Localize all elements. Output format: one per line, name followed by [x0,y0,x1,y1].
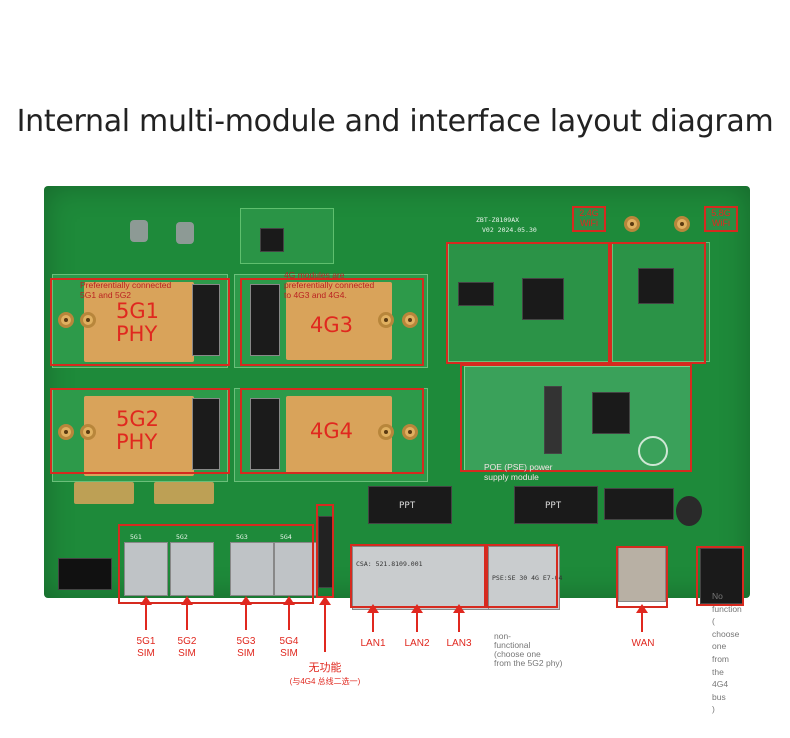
soc-chip [522,278,564,320]
transformer: PPT [514,486,598,524]
label-sim-5g2: 5G2 SIM [177,636,197,659]
wifi-58-text: 5.8G WiFi [711,208,731,228]
mount-hole [58,312,74,328]
wifi-area [612,242,710,362]
antenna-connector [674,216,690,232]
arrow-5g2-sim [181,596,193,630]
module-5g2 [84,396,194,476]
mount-hole [378,312,394,328]
box-wifi [610,242,706,364]
mount-hole [402,424,418,440]
arrow-nofunc [319,596,331,652]
capacitor [176,222,194,244]
capacitor [130,220,148,242]
sim-slot-5g1 [124,542,168,596]
box-lan-nonfunc [486,544,558,608]
arrow-lan1 [367,604,379,632]
sim-tag-1: 5G1 [130,533,142,541]
note-5g: Preferentially connected 5G1 and 5G2 [80,280,172,300]
sim-slot-5g2 [170,542,214,596]
label-nofunc-sub: (与4G4 总线二选一) [289,677,361,686]
note-4g: 4G modules are preferentially connected … [284,270,375,300]
arrow-wan [636,604,648,632]
capacitor [676,496,702,526]
pcb-board: ZBT-Z8109AX V02 2024.05.30 PPT PPT [44,186,750,610]
sim-tag-4: 5G4 [280,533,292,541]
poe-chip [592,392,630,434]
label-4g4: 4G4 [310,419,353,443]
pad [74,482,134,504]
pin-header [58,558,112,590]
transformer: PPT [368,486,452,524]
label-lan1: LAN1 [360,638,386,649]
box-wan [616,546,668,608]
label-5-8g-wifi: 5.8G WiFi [704,206,738,232]
box-5g1 [50,278,230,366]
box-lan [350,544,486,608]
arrow-lan3 [453,604,465,632]
label-wan: WAN [631,638,655,649]
arrow-5g4-sim [283,596,295,630]
module-4g4 [286,396,392,474]
label-lan2: LAN2 [404,638,430,649]
box-sim [118,524,314,604]
m2-connector [192,398,220,470]
wan-port [618,546,666,602]
component-area [240,208,334,264]
mount-hole [402,312,418,328]
poe-chip [544,386,562,454]
sim-tag-2: 5G2 [176,533,188,541]
module-5g1 [84,282,194,362]
label-sim-5g3: 5G3 SIM [236,636,256,659]
wifi-chip [638,268,674,304]
module-4g3 [286,282,392,360]
ppt-label: PPT [399,501,416,511]
label-right-note: No function ( choose one from the 4G4 bu… [712,591,742,715]
box-power [696,546,744,606]
label-5g2: 5G2 PHY [116,407,159,454]
note-poe: POE (PSE) power supply module [484,462,553,482]
arrow-lan2 [411,604,423,632]
label-2-4g-wifi: 2.4G WiFi [572,206,606,232]
lan-silk: CSA: 521.8109.001 [356,560,423,568]
m2-connector [192,284,220,356]
arrow-5g1-sim [140,596,152,630]
label-sim-5g1: 5G1 SIM [136,636,156,659]
pad [154,482,214,504]
wifi-24-text: 2.4G WiFi [579,208,599,228]
page-title: Internal multi-module and interface layo… [16,104,774,139]
box-soc [446,242,610,364]
box-5g2 [50,388,230,474]
ppt-label: PPT [545,501,562,511]
mount-hole [80,424,96,440]
board-model: ZBT-Z8109AX [476,216,520,224]
mount-hole [80,312,96,328]
box-switch [316,504,334,598]
label-nonfunc-lan: non- functional (choose one from the 5G2… [494,631,563,668]
arrow-5g3-sim [240,596,252,630]
lan-port-nonfunctional [488,546,560,610]
mount-hole [58,424,74,440]
memory-chip [458,282,494,306]
m2-connector [250,284,280,356]
power-jack [700,548,744,604]
poe-circle-mark [638,436,668,466]
sim-tag-3: 5G3 [236,533,248,541]
m2-connector [250,398,280,470]
chip [260,228,284,252]
connector-header [604,488,674,520]
box-4g3 [240,278,424,366]
lan-silk-2: PSE:SE 30 4G E7-04 [492,574,563,582]
box-4g4 [240,388,424,474]
label-nofunc: 无功能 [308,662,342,674]
label-5g1: 5G1 PHY [116,299,159,346]
box-poe [460,364,692,472]
sim-slot-5g3 [230,542,274,596]
antenna-connector [624,216,640,232]
mount-hole [378,424,394,440]
board-date: V02 2024.05.30 [482,226,537,234]
label-4g3: 4G3 [310,313,353,337]
label-sim-5g4: 5G4 SIM [279,636,299,659]
label-lan3: LAN3 [446,638,472,649]
